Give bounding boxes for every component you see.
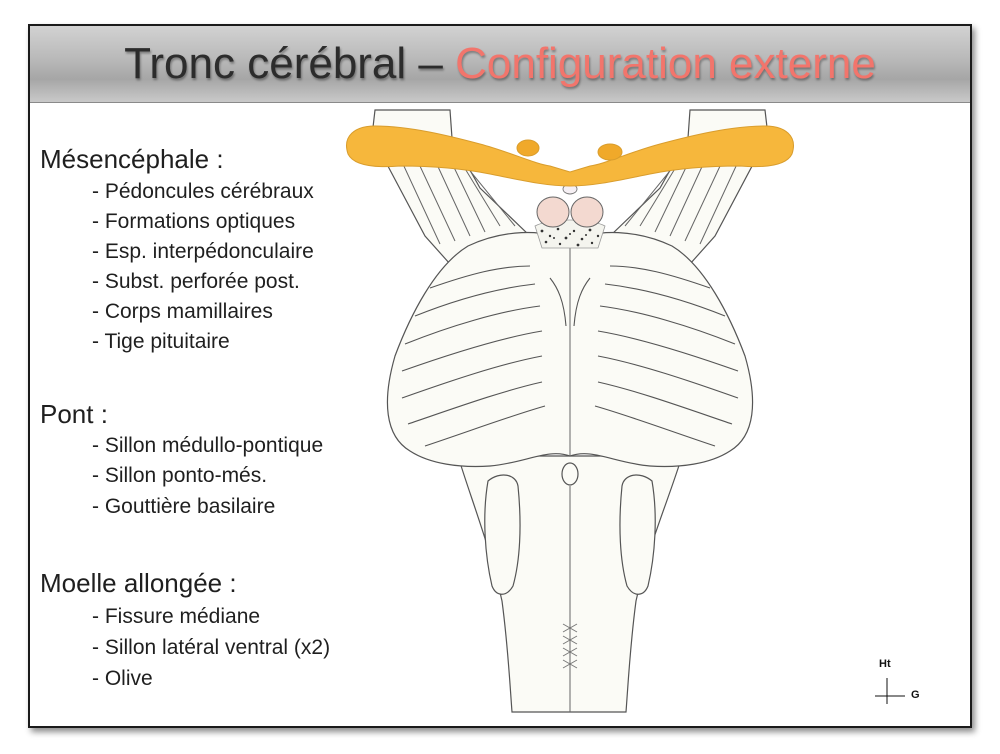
list-item: - Sillon ponto-més. xyxy=(92,464,268,487)
orientation-up-label: Ht xyxy=(879,658,891,670)
slide: Tronc cérébral – Configuration externe xyxy=(28,24,972,728)
left-mamillary-body xyxy=(536,196,570,228)
list-item: - Gouttière basilaire xyxy=(92,495,276,518)
list-item: - Fissure médiane xyxy=(92,605,261,628)
left-olive xyxy=(484,474,521,595)
list-item: - Pédoncules cérébraux xyxy=(92,180,314,203)
list-item: - Esp. interpédonculaire xyxy=(92,240,314,263)
section-heading-pont: Pont : xyxy=(40,399,108,429)
optic-formations xyxy=(346,125,794,187)
optic-chiasma-tracts xyxy=(346,125,794,187)
right-mamillary-body xyxy=(570,196,604,228)
pons-striations xyxy=(401,265,739,447)
section-heading-mesencephale: Mésencéphale : xyxy=(40,144,224,174)
list-item: - Subst. perforée post. xyxy=(92,270,300,293)
pyramidal-decussation xyxy=(562,623,578,669)
foramen-caecum xyxy=(561,462,579,486)
page-title: Tronc cérébral – Configuration externe xyxy=(124,42,876,86)
title-separator: – xyxy=(406,39,456,88)
section-heading-moelle-allongee: Moelle allongée : xyxy=(40,568,237,598)
title-bar: Tronc cérébral – Configuration externe xyxy=(30,26,970,103)
title-part-1: Tronc cérébral xyxy=(124,39,407,88)
orientation-side-label: G xyxy=(911,689,920,701)
brainstem-diagram xyxy=(346,109,905,713)
title-part-2: Configuration externe xyxy=(455,39,876,88)
list-item: - Formations optiques xyxy=(92,210,296,233)
list-item: - Olive xyxy=(92,667,153,690)
list-item: - Sillon médullo-pontique xyxy=(92,434,324,457)
list-item: - Sillon latéral ventral (x2) xyxy=(92,636,331,659)
orientation-cross xyxy=(875,678,905,704)
right-olive xyxy=(619,474,656,595)
list-item: - Tige pituitaire xyxy=(92,330,230,353)
list-item: - Corps mamillaires xyxy=(92,300,273,323)
